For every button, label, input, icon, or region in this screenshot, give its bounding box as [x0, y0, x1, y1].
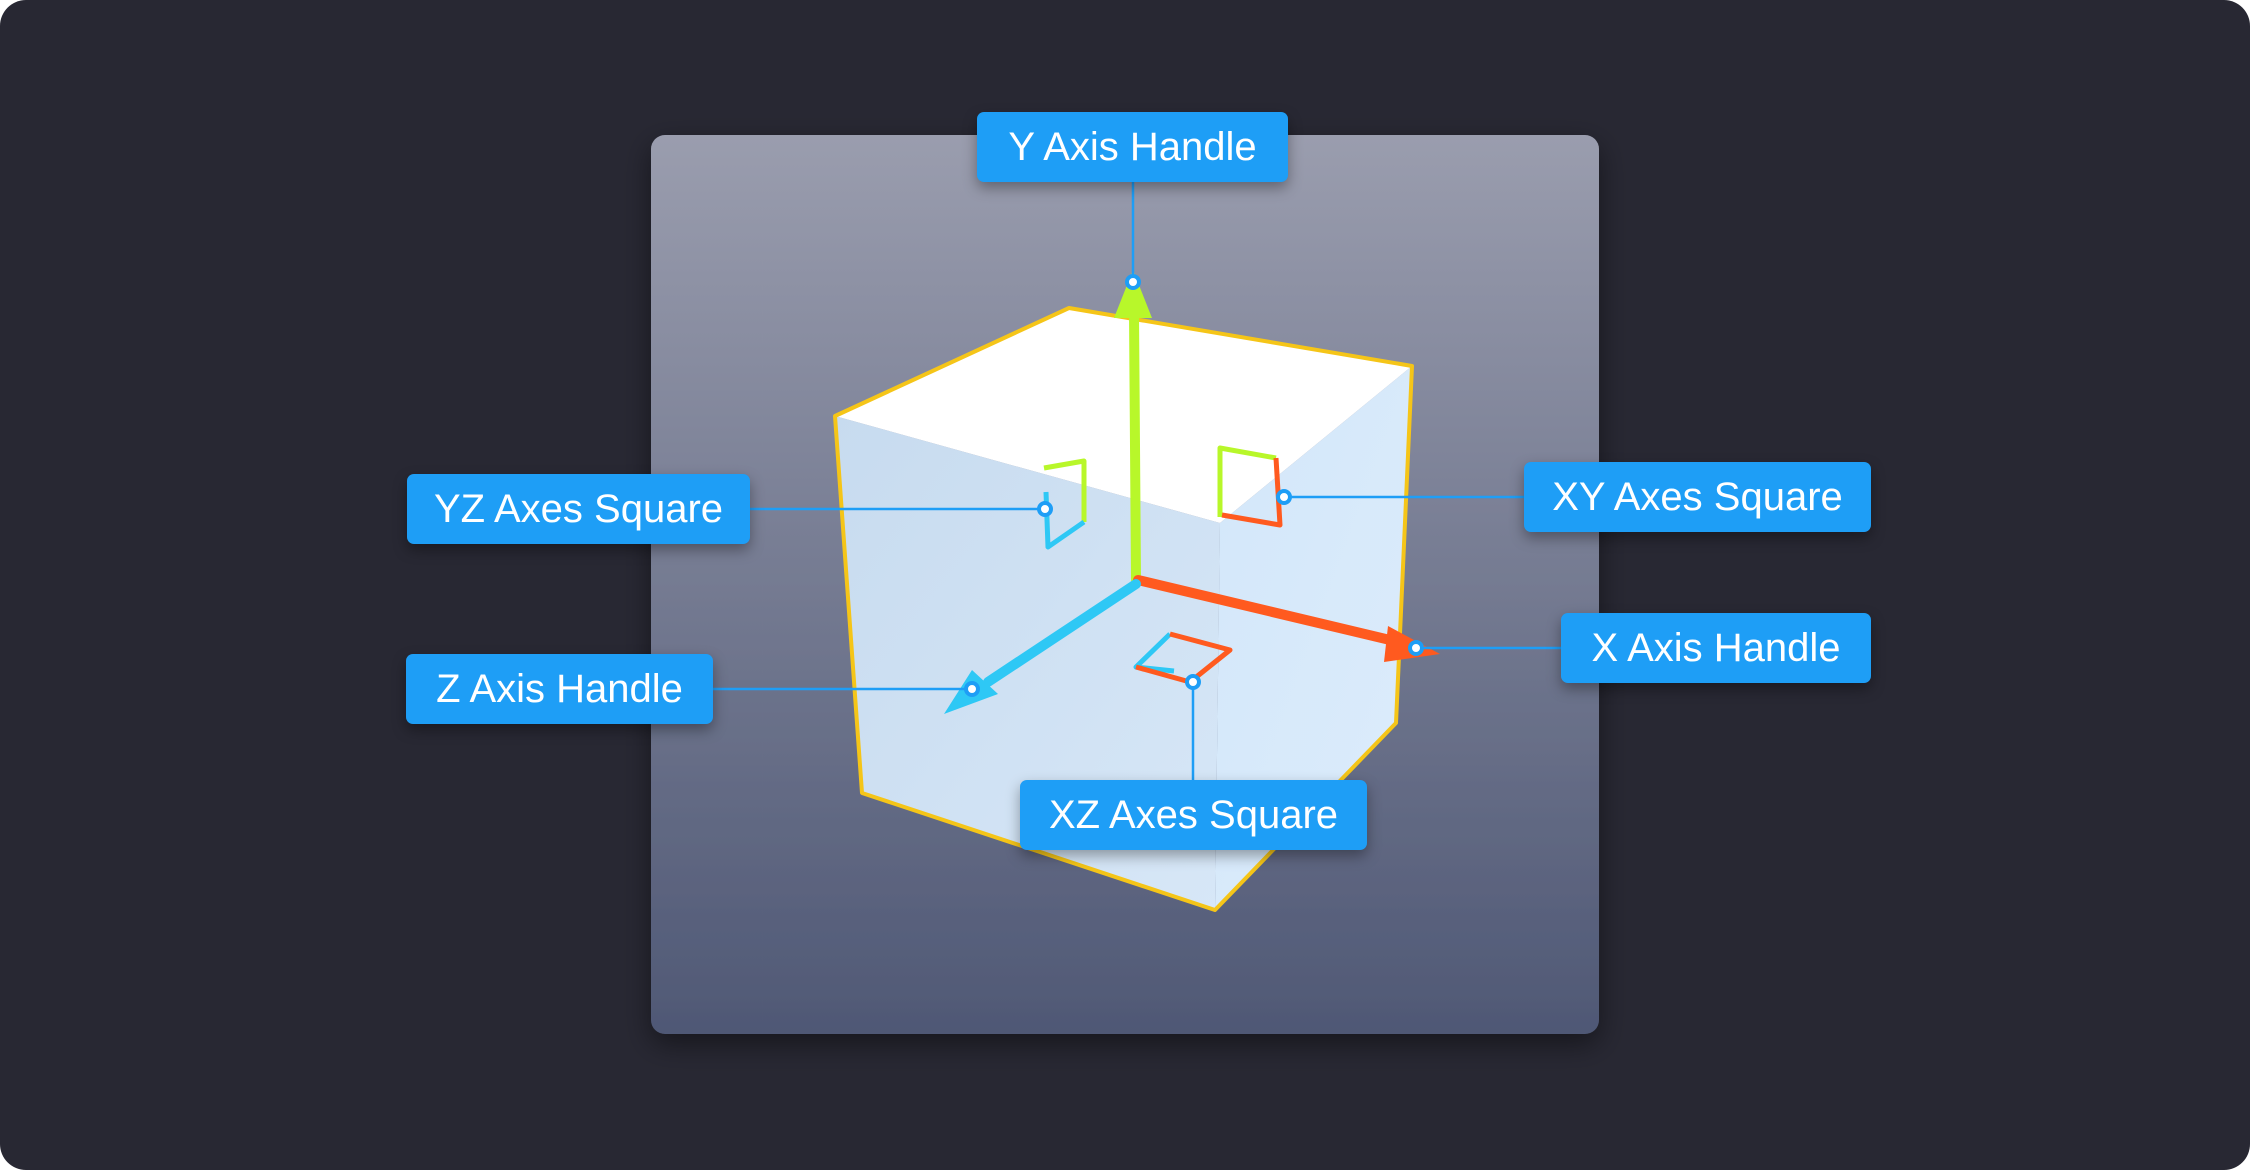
anchor-y-axis — [1125, 274, 1141, 290]
z-axis-shaft — [983, 579, 1141, 687]
anchor-xz-square — [1185, 674, 1201, 690]
xy-axes-square[interactable] — [1217, 445, 1283, 528]
xz-square-x-edge — [1135, 631, 1233, 685]
z-axis-handle-label: Z Axis Handle — [406, 654, 713, 724]
xz-axes-square-label: XZ Axes Square — [1020, 780, 1367, 850]
y-axis-handle-label: Y Axis Handle — [977, 112, 1288, 182]
x-axis-handle-label: X Axis Handle — [1561, 613, 1871, 683]
anchor-xy-square — [1276, 489, 1292, 505]
y-axis-shaft — [1129, 307, 1141, 585]
yz-axes-square-label: YZ Axes Square — [407, 474, 750, 544]
cube-outline — [833, 306, 1414, 912]
yz-square-y-edge — [1043, 458, 1087, 522]
xy-square-x-edge — [1221, 457, 1283, 528]
cube-right-face — [1215, 366, 1412, 910]
x-axis-shaft — [1133, 575, 1395, 645]
leader-lines — [713, 182, 1561, 780]
anchor-z-axis — [964, 681, 980, 697]
y-axis-handle[interactable] — [1114, 270, 1152, 585]
y-axis-arrowhead — [1114, 270, 1152, 318]
xz-axes-square[interactable] — [1133, 631, 1233, 685]
cube-top-face — [835, 308, 1412, 523]
xy-axes-square-label: XY Axes Square — [1524, 462, 1871, 532]
anchor-dots — [964, 274, 1424, 697]
anchor-x-axis — [1408, 640, 1424, 656]
xy-square-y-edge — [1217, 445, 1277, 517]
anchor-yz-square — [1037, 501, 1053, 517]
